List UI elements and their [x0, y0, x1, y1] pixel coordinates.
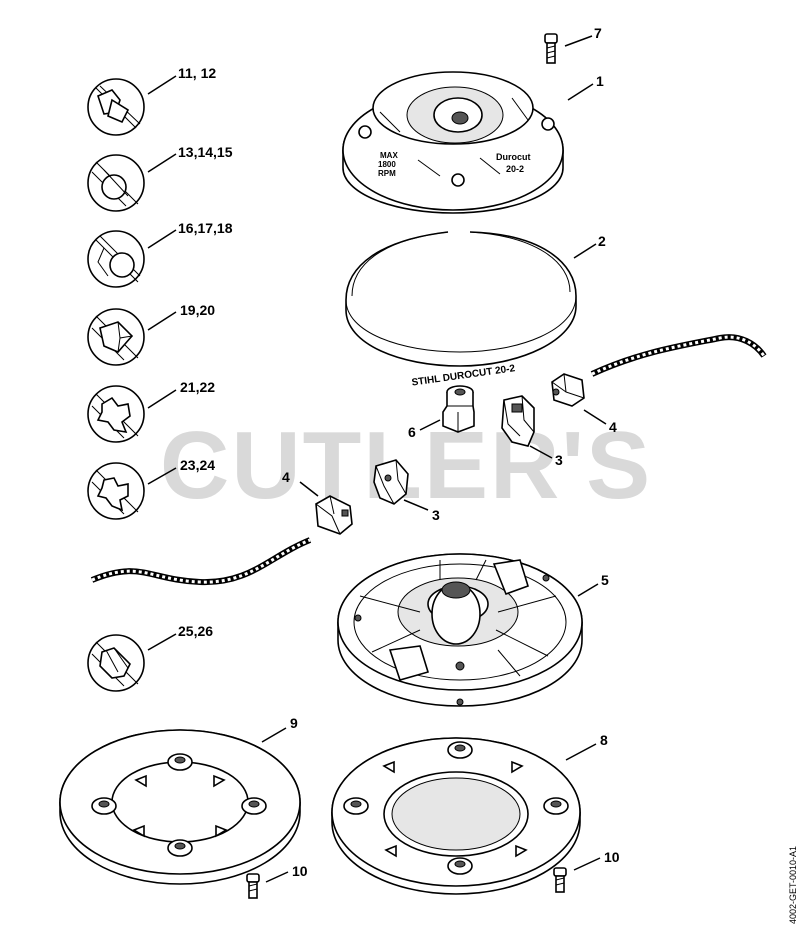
callout-10-left: 10 [292, 863, 308, 879]
ring-text: STIHL DUROCUT 20-2 [411, 363, 516, 388]
head-label-rpm-value: 1800 [378, 160, 396, 169]
part-9-cover-plate[interactable]: 9 [59, 715, 301, 885]
callout-19-20: 19,20 [180, 302, 215, 318]
callout-21-22: 21,22 [180, 379, 215, 395]
callout-13-14-15: 13,14,15 [178, 144, 233, 160]
line-profile-round[interactable]: 13,14,15 [87, 144, 233, 212]
part-10-screw-right[interactable]: 10 [553, 849, 620, 893]
line-profile-round-notched[interactable]: 11, 12 [87, 65, 216, 136]
callout-6: 6 [408, 424, 416, 440]
line-profile-star[interactable]: 23,24 [87, 457, 215, 520]
part-1-head-cover[interactable]: MAX 1800 RPM Durocut 20-2 1 [342, 71, 604, 214]
part-6-nut[interactable]: 6 [408, 385, 475, 440]
document-number: 4002-GET-0010-A1 [788, 846, 798, 924]
callout-3-upper: 3 [555, 452, 563, 468]
callout-11-12: 11, 12 [178, 65, 216, 81]
part-4-line-guide-left[interactable]: 4 [282, 469, 353, 535]
cutting-line-left[interactable] [90, 537, 312, 586]
part-4-line-guide-upper[interactable]: 4 [551, 373, 617, 435]
line-profile-square[interactable]: 19,20 [87, 302, 215, 366]
part-8-cover-plate[interactable]: 8 [331, 732, 608, 895]
line-profile-round-silent[interactable]: 16,17,18 [87, 220, 233, 288]
part-10-screw-left[interactable]: 10 [246, 863, 308, 899]
callout-5: 5 [601, 572, 609, 588]
watermark: CUTLER'S [160, 412, 652, 519]
cutting-line-right[interactable] [590, 334, 767, 377]
callout-4-upper: 4 [609, 419, 617, 435]
part-3-eyelet-center[interactable]: 3 [373, 459, 440, 523]
callout-9: 9 [290, 715, 298, 731]
line-profile-twisted[interactable]: 25,26 [87, 623, 213, 692]
callout-10-right: 10 [604, 849, 620, 865]
callout-3-center: 3 [432, 507, 440, 523]
head-label-max: MAX [380, 151, 398, 160]
head-label-model: 20-2 [506, 164, 524, 174]
callout-23-24: 23,24 [180, 457, 215, 473]
callout-1: 1 [596, 73, 604, 89]
head-label-rpm: RPM [378, 169, 396, 178]
callout-8: 8 [600, 732, 608, 748]
callout-2: 2 [598, 233, 606, 249]
part-5-housing[interactable]: 5 [337, 553, 609, 707]
part-2-ring[interactable]: STIHL DUROCUT 20-2 2 [345, 231, 606, 389]
part-3-eyelet-upper[interactable]: 3 [501, 395, 563, 468]
callout-25-26: 25,26 [178, 623, 213, 639]
head-label-brand: Durocut [496, 152, 531, 162]
callout-16-17-18: 16,17,18 [178, 220, 233, 236]
callout-4-left: 4 [282, 469, 290, 485]
line-profile-cross[interactable]: 21,22 [87, 379, 215, 443]
callout-7: 7 [594, 25, 602, 41]
part-7-screw[interactable]: 7 [544, 25, 602, 64]
